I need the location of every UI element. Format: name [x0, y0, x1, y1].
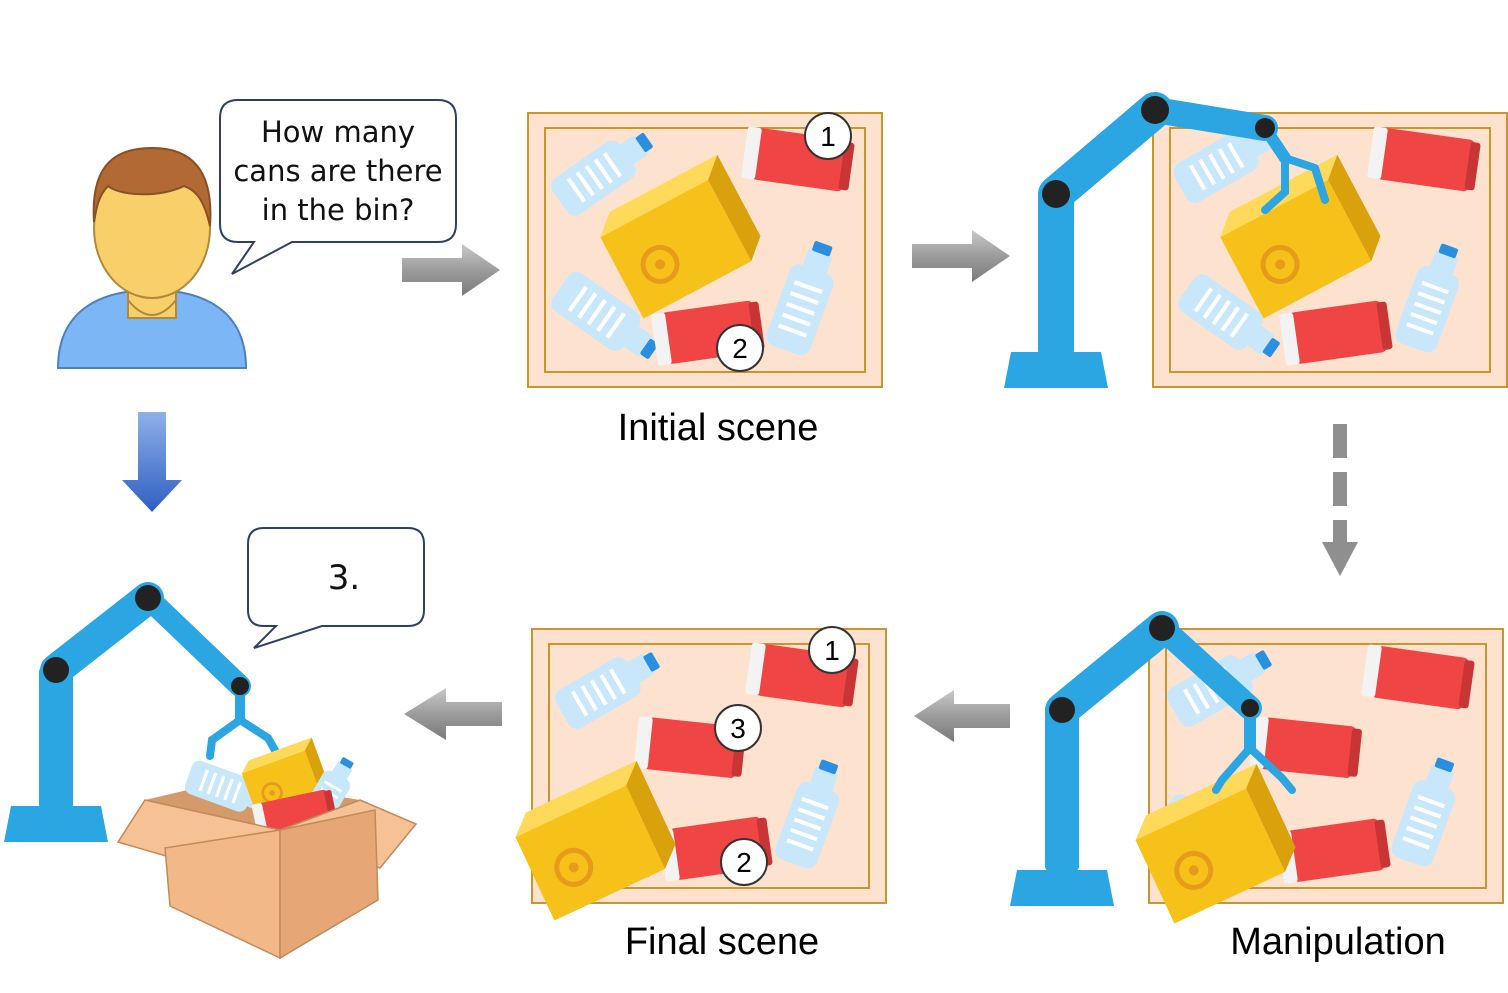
manipulation-scene-top [1152, 112, 1508, 388]
arrow-down-blue [122, 412, 182, 512]
arrow-right-1 [402, 244, 500, 296]
arrow-right-2 [912, 230, 1010, 282]
question-line-2: cans are there [233, 154, 442, 188]
marker-1: 1 [804, 112, 852, 160]
question-bubble: How many cans are there in the bin? [219, 99, 457, 275]
marker-2-label: 2 [736, 847, 752, 878]
marker-1-label: 1 [824, 635, 840, 666]
question-line-1: How many [261, 115, 415, 149]
user-avatar [56, 146, 248, 369]
marker-2: 2 [716, 324, 764, 372]
arrow-left-2 [404, 688, 502, 740]
arrow-left-1 [914, 690, 1010, 742]
answer-text: 3. [328, 558, 360, 598]
manipulation-scene-bottom [1128, 628, 1504, 924]
initial-scene-bin: 1 2 [527, 112, 883, 388]
marker-1-label: 1 [820, 121, 836, 152]
marker-3-label: 3 [730, 713, 746, 744]
marker-2-label: 2 [732, 333, 748, 364]
arrow-down-dashed [1322, 424, 1358, 576]
question-line-3: in the bin? [262, 193, 415, 227]
robot-arm-bottom [1010, 611, 1296, 906]
marker-2: 2 [720, 838, 768, 886]
caption-manipulation: Manipulation [1230, 921, 1445, 963]
caption-final-scene: Final scene [625, 921, 819, 963]
marker-3: 3 [714, 704, 762, 752]
marker-1: 1 [808, 626, 856, 674]
caption-initial-scene: Initial scene [618, 407, 819, 449]
final-scene-bin: 1 3 2 [508, 626, 887, 921]
robot-arm-answer [4, 582, 280, 842]
cardboard-box-icon [116, 736, 418, 960]
answer-bubble: 3. [247, 527, 425, 649]
robot-arm-top [1004, 92, 1329, 388]
